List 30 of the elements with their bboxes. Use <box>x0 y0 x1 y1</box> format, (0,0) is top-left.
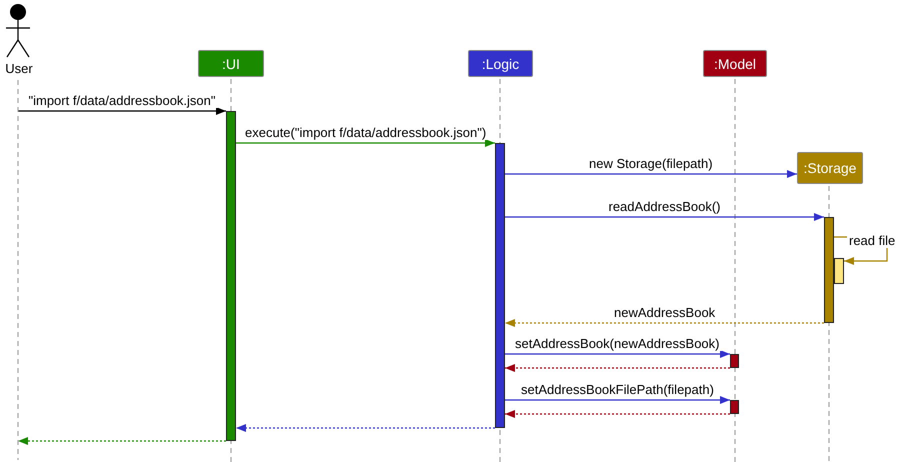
participant-box: :Storage <box>797 152 863 184</box>
message-arrow <box>505 170 797 178</box>
participant-box: :Logic <box>468 50 533 77</box>
message-label: setAddressBookFilePath(filepath) <box>519 383 716 397</box>
message-label: read file <box>847 234 897 248</box>
activation-bar <box>495 143 505 428</box>
activation-bar <box>226 111 236 441</box>
message-label: setAddressBook(newAddressBook) <box>513 337 722 351</box>
message-label: new Storage(filepath) <box>587 157 715 171</box>
message-label: newAddressBook <box>612 306 718 320</box>
message-arrow <box>505 319 824 327</box>
message-arrow <box>236 139 495 147</box>
message-label: readAddressBook() <box>606 200 722 214</box>
message-label: execute("import f/data/addressbook.json") <box>243 126 488 140</box>
message-arrow <box>505 396 730 404</box>
message-label: "import f/data/addressbook.json" <box>26 94 218 108</box>
participant-box: :UI <box>198 50 264 77</box>
message-arrow <box>505 410 730 418</box>
participant-box: :Model <box>703 50 767 77</box>
message-arrow <box>18 437 226 445</box>
message-arrow <box>505 350 730 358</box>
activation-bar <box>730 354 739 368</box>
activation-bar <box>730 400 739 414</box>
message-arrow <box>505 364 730 372</box>
message-arrow <box>236 424 495 432</box>
message-arrow <box>18 107 226 115</box>
message-arrow <box>505 213 824 221</box>
actor-label: User <box>4 61 34 76</box>
activation-bar <box>824 217 834 323</box>
activation-bar <box>834 258 844 284</box>
